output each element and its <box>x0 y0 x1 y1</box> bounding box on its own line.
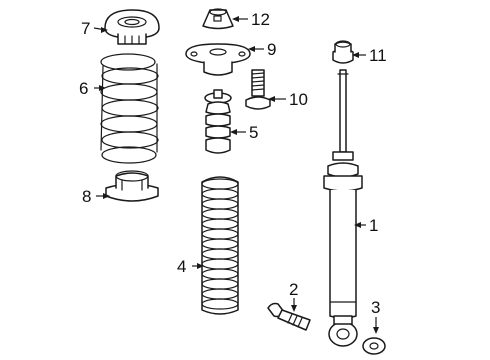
callout-11: 11 <box>369 46 387 65</box>
leader-lines <box>93 16 379 334</box>
callout-2: 2 <box>289 280 298 299</box>
callout-6: 6 <box>79 79 88 98</box>
callout-4: 4 <box>177 257 186 276</box>
bump-stop <box>204 89 232 154</box>
lock-nut <box>332 40 354 64</box>
lower-spring-seat <box>105 170 159 202</box>
strut-mount <box>185 43 251 76</box>
callout-12: 12 <box>251 10 270 29</box>
washer <box>362 337 386 355</box>
callout-10: 10 <box>289 90 308 109</box>
upper-spring-seat <box>104 9 160 45</box>
coil-spring <box>100 53 159 164</box>
callout-5: 5 <box>249 123 258 142</box>
callout-labels: 7 6 8 12 9 10 5 4 11 1 2 3 <box>79 10 387 317</box>
dust-boot <box>201 176 239 315</box>
callout-8: 8 <box>82 187 91 206</box>
mounting-bolt <box>267 302 311 331</box>
bump-cap <box>202 8 234 30</box>
callout-9: 9 <box>267 40 276 59</box>
flange-bolt <box>245 69 271 110</box>
callout-3: 3 <box>371 298 380 317</box>
callout-7: 7 <box>81 19 90 38</box>
callout-1: 1 <box>369 216 378 235</box>
shock-absorber <box>323 69 363 347</box>
